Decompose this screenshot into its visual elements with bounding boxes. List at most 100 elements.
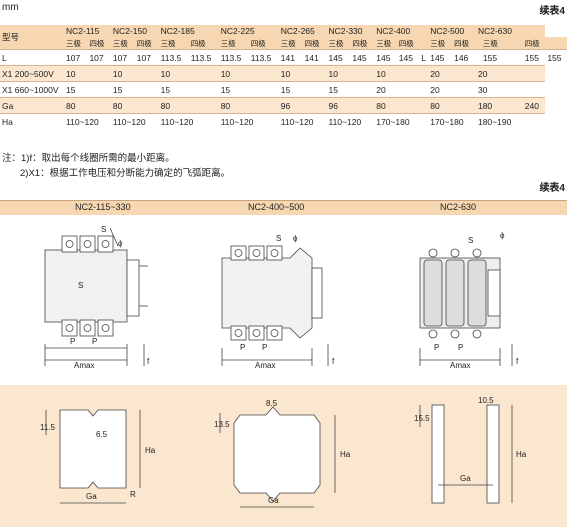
model-header: NC2-330: [326, 25, 375, 37]
model-header: NC2-265: [278, 25, 327, 37]
row-label: L: [0, 49, 64, 66]
table-header-row: 型号 NC2-115 NC2-150 NC2-185 NC2-225 NC2-2…: [0, 25, 567, 50]
dim-15-5: 15.5: [414, 414, 430, 423]
table-cell: 15: [110, 81, 159, 98]
subheader-cell: 三极: [480, 37, 523, 50]
diagram-title: NC2-630: [440, 202, 477, 212]
table-cell: 20: [475, 65, 523, 82]
dim-P: P: [70, 337, 75, 346]
table-row: X1 660~1000V 15 15 15 15 15 15 20 20 30: [0, 81, 567, 98]
table-cell: 80: [374, 97, 429, 114]
contactor-400-500-drawing: [221, 245, 329, 366]
row-label: X1 200~500V: [0, 65, 64, 82]
continued-label-2: 续表4: [539, 183, 565, 194]
dim-10-5: 10.5: [478, 396, 494, 405]
dim-S: S: [468, 236, 473, 245]
subheader-cell: 四极: [248, 37, 279, 50]
dim-S: S: [78, 281, 83, 290]
table-row: Ga 80 80 80 80 96 96 80 80 180 240: [0, 97, 567, 114]
table-cell: 15: [326, 81, 375, 98]
table-cell: 10: [110, 65, 159, 82]
table-cell: 80: [428, 97, 476, 114]
spec-table: 型号 NC2-115 NC2-150 NC2-185 NC2-225 NC2-2…: [0, 25, 567, 129]
table-cell: [522, 65, 546, 82]
dim-Ga: Ga: [460, 474, 471, 483]
dim-P: P: [240, 343, 245, 352]
subheader-cell: 三极: [326, 37, 351, 50]
dim-11-5: 11.5: [40, 423, 56, 432]
table-cell: 113.5: [188, 49, 219, 66]
table-cell: 155: [545, 49, 567, 66]
table-cell: 30: [475, 81, 523, 98]
model-header: NC2-225: [218, 25, 279, 37]
table-cell: 80: [110, 97, 159, 114]
table-cell: 10: [158, 65, 219, 82]
subheader-cell: 四极: [522, 37, 546, 50]
dim-f: f: [147, 357, 150, 366]
dim-Ha: Ha: [145, 446, 156, 455]
subheader-cell: 四极: [188, 37, 219, 50]
table-subheader-row: 三极 四极 三极 四极 三极 四极 三极 四极 三极 四极 三极 四极 三极 四…: [0, 37, 567, 50]
table-cell: 10: [218, 65, 279, 82]
subheader-cell: 三极: [158, 37, 189, 50]
dim-R: R: [130, 490, 136, 499]
table-cell: 113.5: [248, 49, 279, 66]
diagram-title: NC2-400~500: [248, 202, 305, 212]
dim-Amax: Amax: [74, 361, 94, 370]
model-header: NC2-630: [475, 25, 546, 37]
table-cell: 145: [350, 49, 375, 66]
table-cell: 145: [396, 49, 420, 66]
subheader-cell: 四极: [452, 37, 476, 50]
table-cell: 15: [158, 81, 219, 98]
subheader-cell: 三极: [278, 37, 303, 50]
contactor-outline-drawings: S ϕ S P P Amax f S ϕ P P Amax f S ϕ P P …: [44, 225, 519, 370]
model-header: NC2-150: [110, 25, 159, 37]
mounting-hole-drawings: 11.5 6.5 Ha Ga R 8.5 13.5 Ha Ga 10.5 15.…: [40, 396, 527, 508]
dim-Ha: Ha: [340, 450, 351, 459]
table-cell: 80: [158, 97, 219, 114]
table-cell: 107: [87, 49, 111, 66]
table-cell: L: [419, 49, 429, 66]
subheader-cell: 三极: [110, 37, 135, 50]
table-cell: 110~120: [326, 113, 375, 129]
subheader-cell: 四极: [134, 37, 159, 50]
table-cell: 110~120: [218, 113, 279, 129]
subheader-cell: 四极: [350, 37, 375, 50]
diagram-title-bar: [0, 201, 567, 215]
model-header: NC2-115: [64, 25, 111, 37]
dim-phi: ϕ: [118, 239, 123, 248]
table-cell: 80: [218, 97, 279, 114]
table-row: L 107 107 107 107 113.5 113.5 113.5 113.…: [0, 49, 567, 66]
table-cell: 20: [428, 65, 476, 82]
mounting-plate-2: [219, 406, 336, 508]
subheader-cell: 三极: [374, 37, 397, 50]
dim-Amax: Amax: [450, 361, 470, 370]
model-header: NC2-185: [158, 25, 219, 37]
table-cell: 10: [326, 65, 375, 82]
table-cell: [475, 49, 481, 66]
table-row: X1 200~500V 10 10 10 10 10 10 10 20 20: [0, 65, 567, 82]
row-label: Ga: [0, 97, 64, 114]
dim-Ga: Ga: [86, 492, 97, 501]
dim-P: P: [92, 337, 97, 346]
dim-6-5: 6.5: [96, 430, 108, 439]
table-cell: 145: [428, 49, 453, 66]
model-header: NC2-500: [428, 25, 476, 37]
table-cell: 180: [475, 97, 523, 114]
dim-Amax: Amax: [255, 361, 275, 370]
table-cell: 107: [134, 49, 159, 66]
table-cell: 15: [64, 81, 111, 98]
table-cell: 20: [374, 81, 429, 98]
dim-P: P: [458, 343, 463, 352]
dim-f: f: [516, 357, 519, 366]
subheader-cell: 四极: [87, 37, 111, 50]
table-cell: 10: [278, 65, 327, 82]
table-cell: 141: [278, 49, 303, 66]
note-1: 注：1)f：取出每个线圈所需的最小距离。: [2, 153, 175, 164]
table-cell: 110~120: [158, 113, 219, 129]
dim-P: P: [262, 343, 267, 352]
table-cell: 110~120: [64, 113, 111, 129]
table-cell: 80: [64, 97, 111, 114]
dim-8-5: 8.5: [266, 399, 278, 408]
table-cell: 145: [374, 49, 397, 66]
